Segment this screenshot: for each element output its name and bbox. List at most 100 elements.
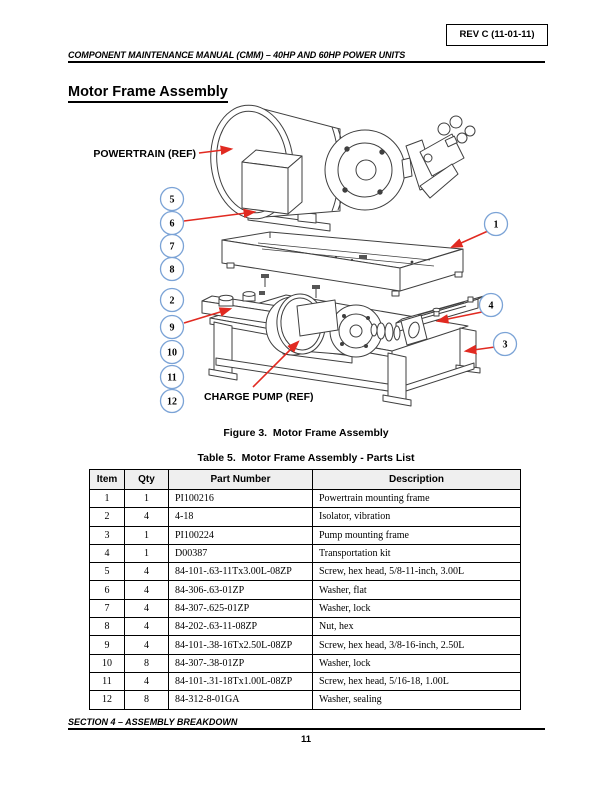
parts-table-cell: D00387	[168, 543, 313, 564]
parts-table-cell: 9	[89, 635, 125, 655]
parts-table-cell: 4	[124, 635, 169, 655]
parts-table-cell: 8	[124, 653, 169, 673]
parts-table-cell: Washer, flat	[312, 580, 521, 600]
svg-text:7: 7	[170, 242, 175, 253]
callout-arrows	[183, 145, 496, 388]
column-header-item: Item	[89, 469, 125, 490]
parts-table-cell: 11	[89, 671, 125, 692]
revision-box: REV C (11-01-11)	[446, 24, 548, 46]
parts-table-cell: 4	[124, 507, 169, 527]
parts-table-cell: Screw, hex head, 5/16-18, 1.00L	[312, 671, 521, 692]
parts-table-cell: 4	[124, 671, 169, 692]
parts-table-cell: 84-202-.63-11-08ZP	[168, 617, 313, 637]
powertrain-motor-illustration	[210, 104, 406, 220]
parts-table-cell: 1	[124, 525, 169, 545]
charge-pump-illustration	[265, 293, 428, 364]
parts-table-cell: 84-306-.63-01ZP	[168, 580, 313, 600]
parts-table-cell: 84-101-.31-18Tx1.00L-08ZP	[168, 671, 313, 692]
arrow-charge-pump-label	[252, 340, 300, 388]
parts-table-cell: Washer, lock	[312, 598, 521, 619]
parts-table-cell: 1	[89, 488, 125, 509]
parts-table-cell: Powertrain mounting frame	[312, 488, 521, 509]
page-title: Motor Frame Assembly	[68, 84, 228, 103]
parts-table-cell: 84-307-.38-01ZP	[168, 653, 313, 673]
svg-text:12: 12	[167, 397, 177, 408]
arrow-callout-4	[435, 311, 483, 324]
parts-table-cell: Isolator, vibration	[312, 507, 521, 527]
junction-box-illustration	[241, 149, 303, 215]
parts-table-cell: 4	[124, 598, 169, 619]
parts-table-cell: 4	[124, 562, 169, 582]
svg-text:6: 6	[170, 219, 175, 230]
callout-2: 2	[159, 287, 185, 313]
parts-table-cell: Transportation kit	[312, 543, 521, 564]
arrow-powertrain-label	[198, 145, 234, 156]
parts-table-cell: 84-307-.625-01ZP	[168, 598, 313, 619]
svg-text:8: 8	[170, 265, 175, 276]
arrow-callout-3	[463, 344, 496, 355]
column-header-part-number: Part Number	[168, 469, 313, 490]
valve-manifold-illustration	[401, 115, 476, 199]
parts-table-cell: 10	[89, 653, 125, 673]
parts-table-cell: 84-312-8-01GA	[168, 690, 313, 710]
parts-table-cell: Washer, lock	[312, 653, 521, 673]
powertrain-ref-label: POWERTRAIN (REF)	[93, 148, 196, 160]
parts-table-cell: 8	[124, 690, 169, 710]
arrow-callout-6	[183, 208, 257, 222]
svg-text:5: 5	[170, 195, 175, 206]
callout-4: 4	[478, 292, 504, 318]
parts-table-cell: 6	[89, 580, 125, 600]
callout-12: 12	[159, 388, 185, 414]
parts-table-cell: Pump mounting frame	[312, 525, 521, 545]
section-footer: SECTION 4 – ASSEMBLY BREAKDOWN	[68, 717, 238, 727]
callout-11: 11	[159, 364, 185, 390]
parts-table-cell: PI100216	[168, 488, 313, 509]
callout-10: 10	[159, 339, 185, 365]
parts-table-cell: 2	[89, 507, 125, 527]
svg-text:9: 9	[170, 323, 175, 334]
parts-table-cell: Screw, hex head, 5/8-11-inch, 3.00L	[312, 562, 521, 582]
callout-5: 5	[159, 186, 185, 212]
hanging-bolts-illustration	[261, 255, 367, 298]
parts-table-cell: 4	[124, 617, 169, 637]
parts-table-cell: 4	[124, 580, 169, 600]
parts-table-cell: 8	[89, 617, 125, 637]
column-header-description: Description	[312, 469, 521, 490]
callout-balloons: 5 6 7 8 2 9 10 11 12 1 4 3	[159, 186, 518, 414]
svg-text:11: 11	[167, 373, 176, 384]
arrow-callout-9	[183, 307, 233, 324]
parts-table-cell: 7	[89, 598, 125, 619]
svg-text:1: 1	[494, 220, 499, 231]
parts-table-cell: 1	[124, 488, 169, 509]
parts-table-cell: 3	[89, 525, 125, 545]
callout-8: 8	[159, 256, 185, 282]
callout-9: 9	[159, 314, 185, 340]
svg-text:10: 10	[167, 348, 177, 359]
charge-pump-ref-label: CHARGE PUMP (REF)	[204, 391, 313, 403]
svg-text:2: 2	[170, 296, 175, 307]
parts-table-cell: Nut, hex	[312, 617, 521, 637]
table-title: Table 5. Motor Frame Assembly - Parts Li…	[197, 452, 415, 464]
parts-table-cell: PI100224	[168, 525, 313, 545]
page-number: 11	[300, 734, 312, 745]
svg-text:3: 3	[503, 340, 508, 351]
callout-1: 1	[483, 211, 509, 237]
callout-6: 6	[159, 210, 185, 236]
parts-table-cell: 5	[89, 562, 125, 582]
assembly-diagram: POWERTRAIN (REF) CHARGE PUMP (REF) 5 6 7…	[93, 104, 518, 414]
header-rule	[68, 61, 545, 63]
parts-table-cell: 84-101-.63-11Tx3.00L-08ZP	[168, 562, 313, 582]
column-header-qty: Qty	[124, 469, 169, 490]
